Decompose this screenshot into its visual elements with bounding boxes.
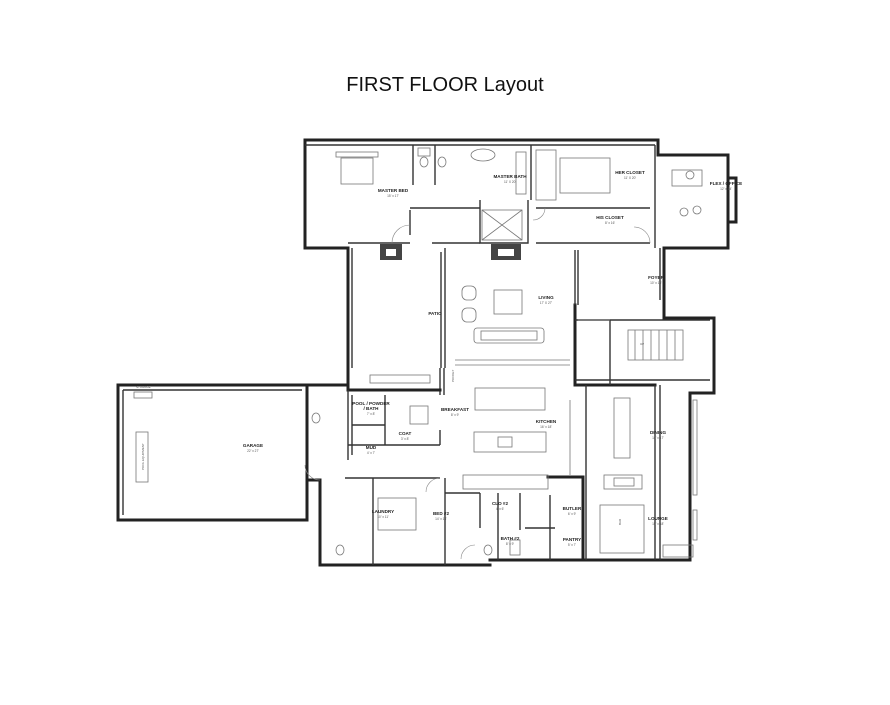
svg-text:17' X 27': 17' X 27' [540, 301, 553, 305]
svg-text:4' x 6': 4' x 6' [496, 507, 505, 511]
label-pool-powder: POOL / POWDER [352, 401, 390, 406]
svg-text:8' x 9': 8' x 9' [506, 542, 515, 546]
svg-text:15' x 17': 15' x 17' [387, 194, 399, 198]
label-mud: MUD [366, 445, 377, 450]
note-pool-equipment: POOL EQUIPMENT [141, 443, 145, 470]
master-suite-walls [303, 138, 738, 250]
note-up: UP [640, 342, 644, 346]
service-wing [304, 374, 585, 567]
label-garage: GARAGE [243, 443, 263, 448]
label-lounge: LOUNGE [648, 516, 668, 521]
svg-text:14' x 14': 14' x 14' [435, 517, 447, 521]
svg-text:14' x 17': 14' x 17' [652, 436, 664, 440]
svg-text:12' x 14': 12' x 14' [720, 187, 732, 191]
dining-lounge [585, 385, 698, 560]
svg-text:8' x 16': 8' x 16' [605, 221, 615, 225]
svg-text:10' x 16': 10' x 16' [650, 281, 662, 285]
master-fixtures [335, 147, 703, 244]
label-laundry: LAUNDRY [372, 509, 394, 514]
note-pocket: POCKET [451, 369, 455, 382]
label-pantry: PANTRY [563, 537, 581, 542]
label-breakfast: BREAKFAST [441, 407, 469, 412]
svg-text:/ BATH: / BATH [364, 406, 380, 411]
label-kitchen: KITCHEN [536, 419, 557, 424]
svg-text:4' x 7': 4' x 7' [367, 451, 376, 455]
label-clo2: CLO #2 [492, 501, 509, 506]
page-title: FIRST FLOOR Layout [346, 74, 544, 96]
label-bath2: BATH #2 [501, 536, 520, 541]
svg-text:10' x 11': 10' x 11' [377, 515, 389, 519]
label-master-bath: MASTER BATH [493, 174, 527, 179]
garage [116, 383, 309, 522]
label-foyer: FOYER [648, 275, 665, 280]
svg-text:8' x 9': 8' x 9' [451, 413, 460, 417]
label-master-bed: MASTER BED [378, 188, 409, 193]
room-labels: MASTER BED 15' x 17' MASTER BATH 11' X 2… [243, 170, 742, 547]
label-flex-office: FLEX / OFFICE [710, 181, 742, 186]
note-garage-storage: STORAGE [136, 385, 151, 389]
note-bar: BAR [618, 518, 622, 525]
label-dining: DINING [650, 430, 667, 435]
svg-text:11' X 20': 11' X 20' [624, 176, 636, 180]
label-coat: COAT [399, 431, 412, 436]
svg-text:3' x 8': 3' x 8' [401, 437, 410, 441]
svg-text:15' x 18': 15' x 18' [652, 522, 664, 526]
label-patio: PATIO [428, 311, 442, 316]
stairs [627, 329, 684, 361]
plan-notes: POCKET BAR UP STORAGE POOL EQUIPMENT [136, 342, 644, 525]
main-walls [346, 246, 716, 562]
svg-text:22' x 27': 22' x 27' [247, 449, 259, 453]
svg-text:16' x 18': 16' x 18' [540, 425, 552, 429]
label-his-closet: HIS CLOSET [596, 215, 624, 220]
living-fixtures [455, 285, 570, 366]
svg-text:7' x 8': 7' x 8' [367, 412, 376, 416]
label-her-closet: HER CLOSET [615, 170, 645, 175]
svg-text:11' X 20': 11' X 20' [504, 180, 516, 184]
svg-text:5' x 7': 5' x 7' [568, 543, 577, 547]
label-living: LIVING [538, 295, 554, 300]
label-butler: BUTLER [563, 506, 582, 511]
svg-text:6' x 9': 6' x 9' [568, 512, 577, 516]
label-bed2: BED #2 [433, 511, 450, 516]
